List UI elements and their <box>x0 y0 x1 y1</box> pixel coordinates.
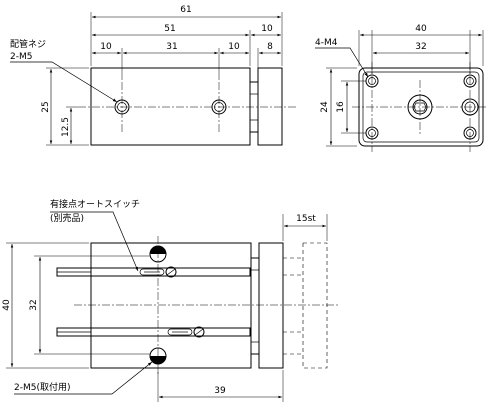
dim-end-length: 10 <box>261 24 273 34</box>
dim-body-length: 51 <box>164 24 175 34</box>
dim-end-width: 40 <box>415 24 427 34</box>
dim-port-pitch: 31 <box>166 42 177 52</box>
top-view: 61 51 10 10 31 10 8 25 12.5 配管ネジ 2-M5 <box>10 5 298 146</box>
dim-end-hole-pitch-y: 16 <box>336 101 346 113</box>
dim-end-hole-pitch-x: 32 <box>415 42 426 52</box>
side-view: 有接点オートスイッチ (別売品) 15st 40 32 39 2-M5(取付用) <box>2 198 340 402</box>
side-view-connector <box>250 257 260 355</box>
stroke-phantom-outline <box>302 242 328 369</box>
label-auto-switch: 有接点オートスイッチ <box>50 198 140 210</box>
switch-rail-bottom <box>56 326 251 338</box>
m4-hole-bottom-right-icon <box>463 126 477 140</box>
label-port-name: 配管ネジ <box>10 38 46 50</box>
dim-end-height: 24 <box>320 101 330 113</box>
dim-side-height: 40 <box>2 299 12 311</box>
side-view-end-plate <box>258 242 284 369</box>
dim-left-port: 10 <box>100 42 112 52</box>
end-view: 40 32 24 16 4-M4 <box>315 24 488 152</box>
label-auto-switch-note: (別売品) <box>50 212 84 224</box>
dim-top-half-height: 12.5 <box>61 117 71 137</box>
dim-overall-length: 61 <box>180 5 191 15</box>
dim-stroke: 15st <box>296 214 316 224</box>
port-left-icon <box>114 99 130 115</box>
end-right-port-icon <box>461 98 479 116</box>
dim-right-port: 10 <box>228 42 240 52</box>
switch-rail-top <box>56 266 251 278</box>
mount-hole-bottom-icon <box>149 347 167 365</box>
dim-side-length: 39 <box>214 386 226 396</box>
label-m4-holes: 4-M4 <box>315 38 338 48</box>
dim-side-rail-pitch: 32 <box>29 299 39 310</box>
label-port-spec: 2-M5 <box>10 52 32 62</box>
end-center-port-icon <box>407 94 433 120</box>
dim-top-height: 25 <box>41 101 51 112</box>
m4-hole-top-right-icon <box>463 74 477 88</box>
port-right-icon <box>211 99 227 115</box>
top-view-end-cap <box>257 67 283 146</box>
mount-hole-top-icon <box>149 245 167 263</box>
dim-cap: 8 <box>267 42 273 52</box>
side-view-body <box>90 242 252 369</box>
label-mount-holes: 2-M5(取付用) <box>14 382 71 393</box>
